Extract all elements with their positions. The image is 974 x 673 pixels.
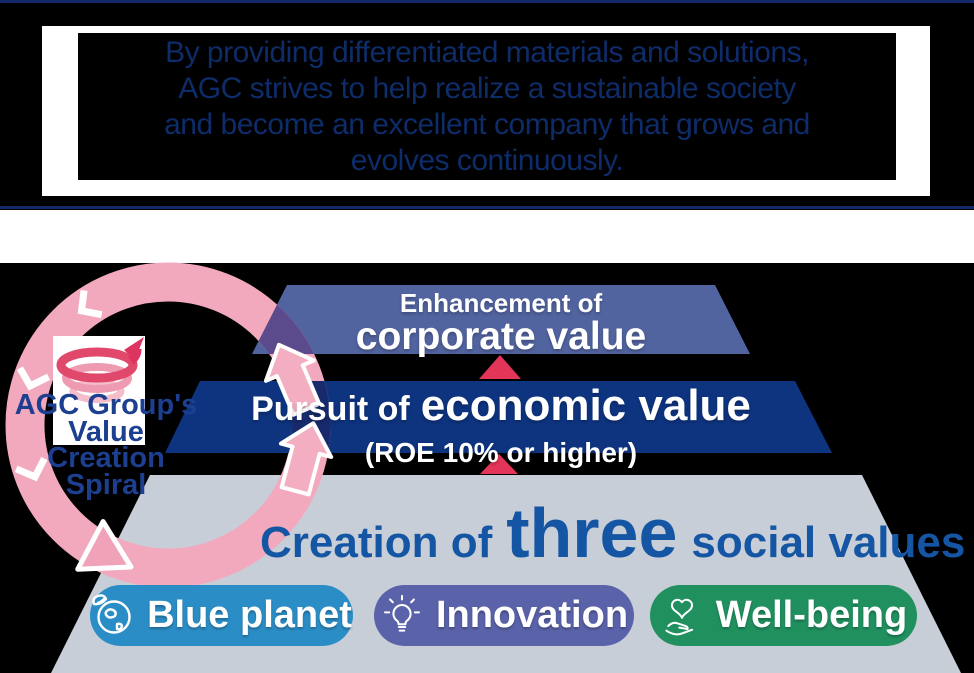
corporate-value-line1: Enhancement of	[399, 288, 603, 318]
economic-value-line1: Pursuit of economic value	[166, 384, 836, 438]
value-chip-innovation: Innovation	[374, 585, 634, 646]
quote-line: and become an excellent company that gro…	[164, 107, 810, 141]
mission-quote-text: By providing differentiated materials an…	[78, 33, 896, 180]
corporate-value-trapezoid	[252, 285, 750, 354]
heart-hand-icon	[665, 598, 693, 635]
social-values-suffix: social values	[691, 518, 966, 567]
mission-quote-box: By providing differentiated materials an…	[42, 26, 930, 196]
globe-leaf-icon	[92, 593, 131, 634]
up-triangle-top	[479, 355, 521, 379]
ring-arrowhead-icon	[75, 519, 134, 572]
up-triangle-bottom	[480, 454, 518, 474]
flow-up-arrow-icon	[263, 342, 322, 417]
ring-chevron-icon	[16, 366, 51, 391]
value-chip-label: Well-being	[715, 594, 908, 636]
top-divider-line	[0, 0, 974, 3]
value-chip-well-being: Well-being	[650, 585, 917, 646]
lightbulb-icon	[383, 594, 420, 632]
economic-value-prefix: Pursuit of	[251, 390, 410, 428]
corporate-value-label: Enhancement of corporate value	[166, 288, 836, 358]
white-spacer-band	[0, 210, 974, 263]
section-divider-line	[0, 206, 974, 209]
social-values-prefix: Creation of	[260, 518, 493, 567]
value-chip-blue-planet: Blue planet	[90, 585, 353, 646]
spiral-label-line: Creation	[47, 442, 165, 474]
flow-up-arrow-icon	[278, 421, 334, 497]
quote-line: evolves continuously.	[350, 143, 624, 177]
economic-value-trapezoid	[165, 381, 832, 453]
ring-chevron-icon	[77, 289, 103, 319]
roe-target-text: (ROE 10% or higher)	[364, 437, 638, 468]
ring-chevron-icon	[14, 456, 48, 482]
value-chip-label: Blue planet	[147, 594, 352, 636]
value-chip-label: Innovation	[435, 594, 629, 636]
quote-line: AGC strives to help realize a sustainabl…	[178, 71, 796, 105]
economic-value-label: Pursuit of economic value (ROE 10% or hig…	[166, 384, 836, 468]
quote-line: By providing differentiated materials an…	[165, 35, 809, 69]
spiral-label-line: Spiral	[65, 468, 147, 501]
social-values-label: Creation of three social values	[260, 494, 965, 590]
social-values-emphasis: three	[506, 494, 678, 572]
spiral-label: AGC Group's Value Creation Spiral	[0, 389, 212, 501]
spiral-label-line: AGC Group's	[14, 389, 198, 421]
spiral-label-line: Value	[68, 415, 144, 448]
spiral-icon	[56, 337, 144, 403]
corporate-value-line2: corporate value	[355, 315, 647, 358]
economic-value-emphasis: economic value	[420, 381, 751, 430]
